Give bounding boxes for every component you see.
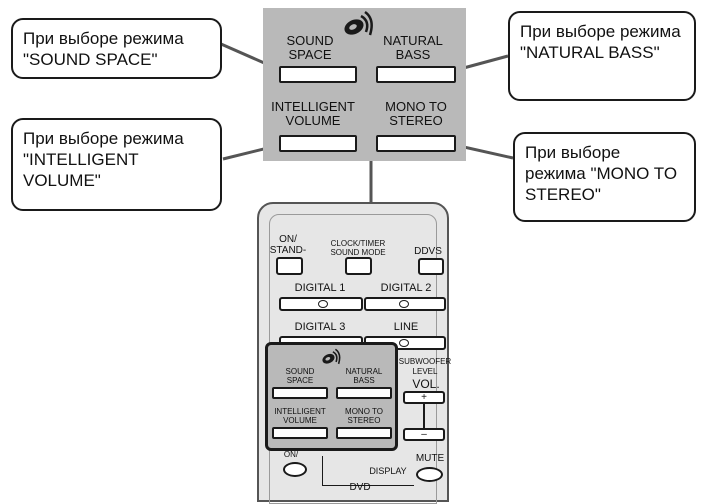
small-sound-space-button[interactable] xyxy=(272,387,328,399)
label-mute: MUTE xyxy=(415,453,445,464)
callout-intelligent-volume-text: При выборе режима "INTELLIGENT VOLUME" xyxy=(23,129,184,190)
small-label-intelligent-volume-line2: VOLUME xyxy=(283,416,317,425)
label-on-partial: ON/ xyxy=(283,450,299,459)
remote-mode-panel: SOUND SPACE NATURAL BASS INTELLIGENT VOL… xyxy=(265,342,398,451)
on-standby-button[interactable] xyxy=(276,257,303,275)
label-mono-to-stereo-line2: STEREO xyxy=(389,113,443,128)
label-intelligent-volume-line1: INTELLIGENT xyxy=(271,99,355,114)
label-plus: + xyxy=(421,392,427,403)
small-intelligent-volume-button[interactable] xyxy=(272,427,328,439)
dvs-button[interactable] xyxy=(418,258,444,275)
power-oval-button[interactable] xyxy=(283,462,307,477)
label-mono-to-stereo: MONO TO STEREO xyxy=(371,100,461,128)
label-clock-timer-line2: SOUND MODE xyxy=(330,248,386,257)
line-indicator xyxy=(399,339,409,347)
small-label-sound-space-line1: SOUND xyxy=(285,367,315,376)
small-label-natural-bass-line1: NATURAL xyxy=(345,367,383,376)
label-subwoofer-line1: SUBWOOFER xyxy=(398,357,452,366)
dvd-bracket xyxy=(322,456,414,486)
label-mono-to-stereo-line1: MONO TO xyxy=(385,99,447,114)
callout-sound-space: При выборе режима "SOUND SPACE" xyxy=(11,18,222,79)
digital2-indicator xyxy=(399,300,409,308)
callout-natural-bass-text: При выборе режима "NATURAL BASS" xyxy=(520,22,681,62)
small-mono-to-stereo-button[interactable] xyxy=(336,427,392,439)
sound-space-button[interactable] xyxy=(279,66,357,83)
label-minus: – xyxy=(421,429,427,440)
volume-up-button[interactable]: + xyxy=(403,391,445,404)
callout-intelligent-volume: При выборе режима "INTELLIGENT VOLUME" xyxy=(11,118,222,211)
label-digital3: DIGITAL 3 xyxy=(294,321,346,333)
callout-mono-to-stereo: При выборе режима "MONO TO STEREO" xyxy=(513,132,696,222)
label-on-standby-line1: ON/ xyxy=(279,234,297,245)
small-label-mono-to-stereo-line1: MONO TO xyxy=(345,407,383,416)
label-dvs: DDVS xyxy=(414,246,442,257)
small-label-natural-bass: NATURAL BASS xyxy=(334,367,394,385)
label-natural-bass: NATURAL BASS xyxy=(371,34,455,62)
small-label-natural-bass-line2: BASS xyxy=(353,376,375,385)
callout-natural-bass: При выборе режима "NATURAL BASS" xyxy=(508,11,696,101)
label-intelligent-volume: INTELLIGENT VOLUME xyxy=(265,100,361,128)
label-display: DISPLAY xyxy=(369,466,407,476)
label-sound-space-line2: SPACE xyxy=(288,47,332,62)
small-label-sound-space: SOUND SPACE xyxy=(270,367,330,385)
volume-rocker-divider xyxy=(423,404,425,428)
mute-button[interactable] xyxy=(416,467,443,482)
label-natural-bass-line1: NATURAL xyxy=(383,33,443,48)
label-clock-timer-line1: CLOCK/TIMER xyxy=(330,239,386,248)
small-label-intelligent-volume: INTELLIGENT VOLUME xyxy=(268,407,332,425)
mono-to-stereo-button[interactable] xyxy=(376,135,456,152)
callout-mono-to-stereo-text: При выборе режима "MONO TO STEREO" xyxy=(525,143,678,204)
small-label-mono-to-stereo-line2: STEREO xyxy=(347,416,381,425)
small-label-sound-space-line2: SPACE xyxy=(286,376,314,385)
sound-logo-icon xyxy=(344,10,373,36)
label-clock-timer: CLOCK/TIMER SOUND MODE xyxy=(328,239,388,257)
label-digital1: DIGITAL 1 xyxy=(294,282,346,294)
intelligent-volume-button[interactable] xyxy=(279,135,357,152)
callout-sound-space-text: При выборе режима "SOUND SPACE" xyxy=(23,29,184,69)
label-subwoofer: SUBWOOFER LEVEL xyxy=(398,357,452,377)
bracket-line xyxy=(270,448,312,455)
label-digital2: DIGITAL 2 xyxy=(380,282,432,294)
digital1-indicator xyxy=(318,300,328,308)
enlarged-mode-panel: SOUND SPACE NATURAL BASS INTELLIGENT VOL… xyxy=(263,8,466,161)
label-sound-space-line1: SOUND xyxy=(286,33,334,48)
natural-bass-button[interactable] xyxy=(376,66,456,83)
volume-down-button[interactable]: – xyxy=(403,428,445,441)
small-label-intelligent-volume-line1: INTELLIGENT xyxy=(274,407,326,416)
label-natural-bass-line2: BASS xyxy=(395,47,431,62)
sound-logo-icon-small xyxy=(322,348,341,365)
clock-timer-button[interactable] xyxy=(345,257,372,275)
small-natural-bass-button[interactable] xyxy=(336,387,392,399)
small-label-mono-to-stereo: MONO TO STEREO xyxy=(334,407,394,425)
label-sound-space: SOUND SPACE xyxy=(275,34,345,62)
label-subwoofer-line2: LEVEL xyxy=(412,367,438,376)
label-dvd: DVD xyxy=(349,482,371,493)
label-intelligent-volume-line2: VOLUME xyxy=(285,113,341,128)
label-vol: VOL. xyxy=(412,377,440,391)
label-line: LINE xyxy=(393,321,419,333)
